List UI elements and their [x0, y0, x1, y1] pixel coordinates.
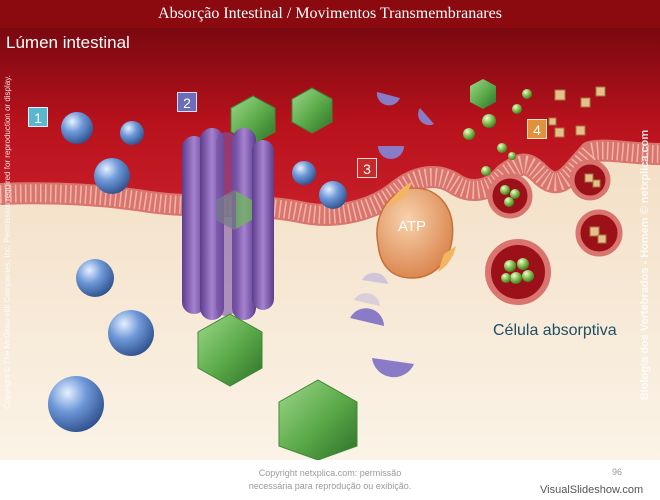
watermark: VisualSlideshow.com [540, 484, 644, 496]
footer-copyright: Copyright netxplica.com: permissão neces… [230, 467, 430, 493]
cytoplasm-particles [48, 259, 414, 460]
step-3-badge: 3 [357, 158, 377, 178]
vesicle [485, 239, 551, 305]
step-1-badge: 1 [28, 107, 48, 127]
lumen-label: Lúmen intestinal [6, 33, 130, 52]
atp-label: ATP [398, 218, 427, 235]
atp-pump [376, 182, 456, 279]
vesicle-contents [500, 173, 607, 284]
slide-title: Absorção Intestinal / Movimentos Transme… [0, 0, 660, 28]
membrane-diagram [0, 28, 660, 460]
apical-membrane-stripes [0, 141, 660, 224]
footer-copyright-line2: necessária para reprodução ou exibição. [248, 481, 412, 491]
page-number: 96 [612, 467, 623, 477]
side-credit-left: Copyright © The McGraw-Hill Companies, I… [3, 75, 12, 409]
endocytic-pit [487, 173, 533, 219]
step-4-badge: 4 [527, 119, 547, 139]
lumen-particles [61, 79, 606, 209]
absorptive-cell-label: Célula absorptiva [493, 322, 617, 339]
footer-copyright-line1: Copyright netxplica.com: permissão [258, 468, 402, 478]
side-credit-right: Biologia dos Vertebrados - Homem © netxp… [639, 129, 651, 401]
step-2-badge: 2 [177, 92, 197, 112]
channel-protein [182, 128, 274, 320]
